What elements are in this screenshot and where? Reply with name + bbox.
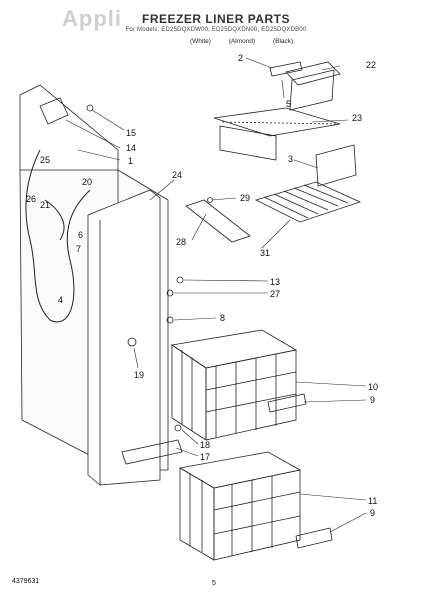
callout-29: 29 [240, 193, 250, 203]
shelf-frame [285, 61, 341, 111]
callout-10: 10 [368, 382, 378, 392]
callout-11: 11 [368, 496, 377, 506]
wire-shelf [254, 181, 362, 223]
leader-lines [65, 57, 367, 533]
callout-6: 6 [78, 230, 83, 240]
callout-3: 3 [288, 154, 293, 164]
callout-31: 31 [260, 248, 270, 258]
lower-basket-trim [295, 527, 333, 549]
color-black: (Black) [272, 38, 294, 45]
callout-9: 9 [370, 395, 375, 405]
shelf-rail [185, 197, 251, 243]
front-trim [121, 439, 183, 465]
callout-26: 26 [26, 194, 36, 204]
upper-basket [170, 329, 298, 441]
callout-15: 15 [126, 128, 136, 138]
callout-20: 20 [82, 177, 92, 187]
freezer-liner [19, 84, 169, 486]
callout-24: 24 [172, 170, 182, 180]
shelf-clip [269, 61, 303, 77]
callout-22: 22 [366, 60, 376, 70]
page-number: 5 [212, 580, 216, 587]
callout-27: 27 [270, 289, 280, 299]
watermark: Appli [62, 6, 122, 31]
glass-shelf [213, 107, 341, 161]
callout-14: 14 [126, 143, 136, 153]
color-legend: (White) (Almond) (Black) [190, 38, 309, 45]
model-list: For Models: ED25DQXDW00, ED25DQXDN00, ED… [125, 27, 307, 33]
callout-4: 4 [58, 295, 63, 305]
callout-18: 18 [200, 440, 210, 450]
page-title: FREEZER LINER PARTS [142, 12, 290, 26]
callout-28: 28 [176, 237, 186, 247]
screws [127, 276, 184, 432]
callout-25: 25 [40, 155, 50, 165]
callout-19: 19 [134, 370, 144, 380]
upper-basket-trim [267, 393, 307, 413]
callout-21: 21 [40, 200, 50, 210]
document-number: 4379631 [12, 578, 40, 585]
callout-8: 8 [220, 313, 225, 323]
callout-7: 7 [76, 244, 81, 254]
callout-13: 13 [270, 277, 280, 287]
callout-23: 23 [352, 113, 362, 123]
color-white: (White) [190, 38, 211, 45]
callout-1: 1 [128, 156, 133, 166]
shelf-end-panel [315, 144, 357, 187]
callout-2: 2 [238, 53, 243, 63]
callout-labels: 2 22 5 23 15 14 1 3 25 20 24 29 26 21 28… [26, 53, 378, 518]
wire-harness [25, 149, 91, 323]
callout-9b: 9 [370, 508, 375, 518]
callout-5: 5 [286, 99, 291, 109]
color-almond: (Almond) [228, 38, 256, 45]
light-bracket [39, 97, 94, 125]
callout-17: 17 [200, 452, 210, 462]
lower-basket [178, 451, 302, 561]
